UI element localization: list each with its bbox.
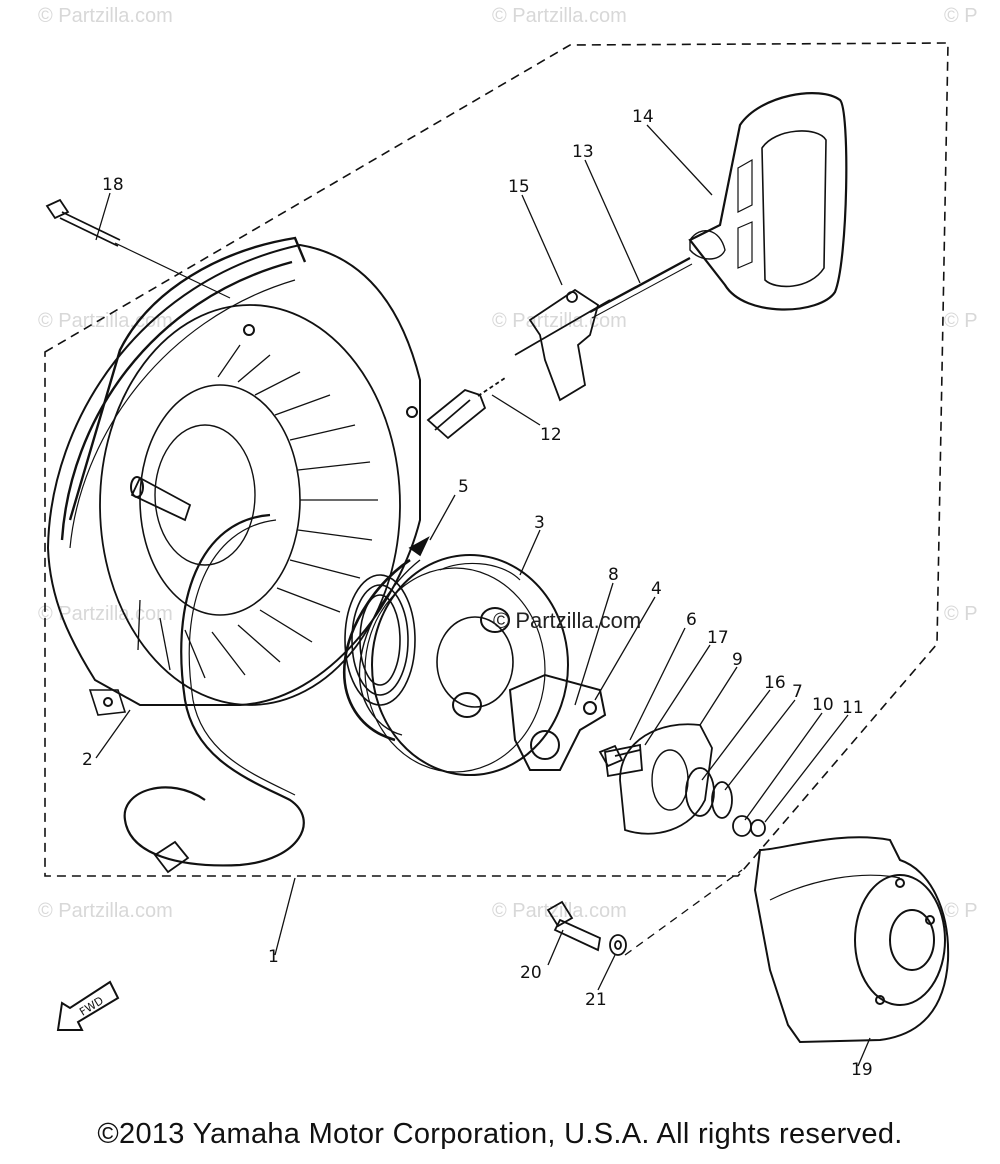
callout-18: 18 [102, 175, 124, 195]
callout-7: 7 [792, 682, 803, 702]
callout-16: 16 [764, 673, 786, 693]
assembly-boundary [44, 42, 949, 877]
bolt-18 [45, 198, 231, 299]
callout-17: 17 [707, 628, 729, 648]
callout-9: 9 [732, 650, 743, 670]
callout-21: 21 [585, 990, 607, 1010]
cable [123, 513, 305, 867]
watermark: © P [944, 310, 978, 332]
callout-14: 14 [632, 107, 654, 127]
callout-13: 13 [572, 142, 594, 162]
callout-1: 1 [268, 947, 279, 967]
callout-20: 20 [520, 963, 542, 983]
watermark: © Partzilla.com [38, 310, 173, 332]
callout-4: 4 [651, 579, 662, 599]
center-watermark: © Partzilla.com [493, 608, 641, 633]
housing-gasket [68, 236, 307, 521]
callouts: 18 14 13 15 12 5 3 8 4 6 17 9 16 7 10 11… [82, 107, 873, 1080]
fan-housing [46, 243, 421, 716]
fwd-arrow-icon: FWD [56, 980, 120, 1031]
starter-rope [589, 256, 693, 319]
bolt-20 [546, 900, 602, 952]
leader-lines [95, 124, 871, 1067]
callout-3: 3 [534, 513, 545, 533]
callout-15: 15 [508, 177, 530, 197]
watermark: © Partzilla.com [38, 5, 173, 27]
recoil-pulley [342, 554, 569, 776]
callout-10: 10 [812, 695, 834, 715]
starter-cover [753, 836, 950, 1044]
ratchet-pawl [508, 673, 607, 771]
cable [188, 519, 296, 796]
watermarks: © Partzilla.com © Partzilla.com © P © Pa… [38, 5, 978, 922]
starter-handle [688, 92, 848, 311]
copyright-notice: ©2013 Yamaha Motor Corporation, U.S.A. A… [97, 1118, 903, 1150]
recoil-spring [344, 536, 430, 706]
washer-21 [609, 934, 627, 956]
callout-5: 5 [458, 477, 469, 497]
callout-19: 19 [851, 1060, 873, 1080]
friction-plate [604, 723, 766, 837]
bolt-17 [598, 744, 641, 768]
callout-6: 6 [686, 610, 697, 630]
watermark: © Partzilla.com [492, 5, 627, 27]
callout-11: 11 [842, 698, 864, 718]
watermark: © Partzilla.com [38, 900, 173, 922]
guide-bracket [514, 288, 611, 402]
watermark: © P [944, 5, 978, 27]
watermark: © P [944, 900, 978, 922]
rope-guide [426, 377, 506, 440]
callout-12: 12 [540, 425, 562, 445]
watermark: © Partzilla.com [492, 900, 627, 922]
cable-clip [153, 840, 190, 874]
watermark: © P [944, 603, 978, 625]
callout-2: 2 [82, 750, 93, 770]
callout-8: 8 [608, 565, 619, 585]
